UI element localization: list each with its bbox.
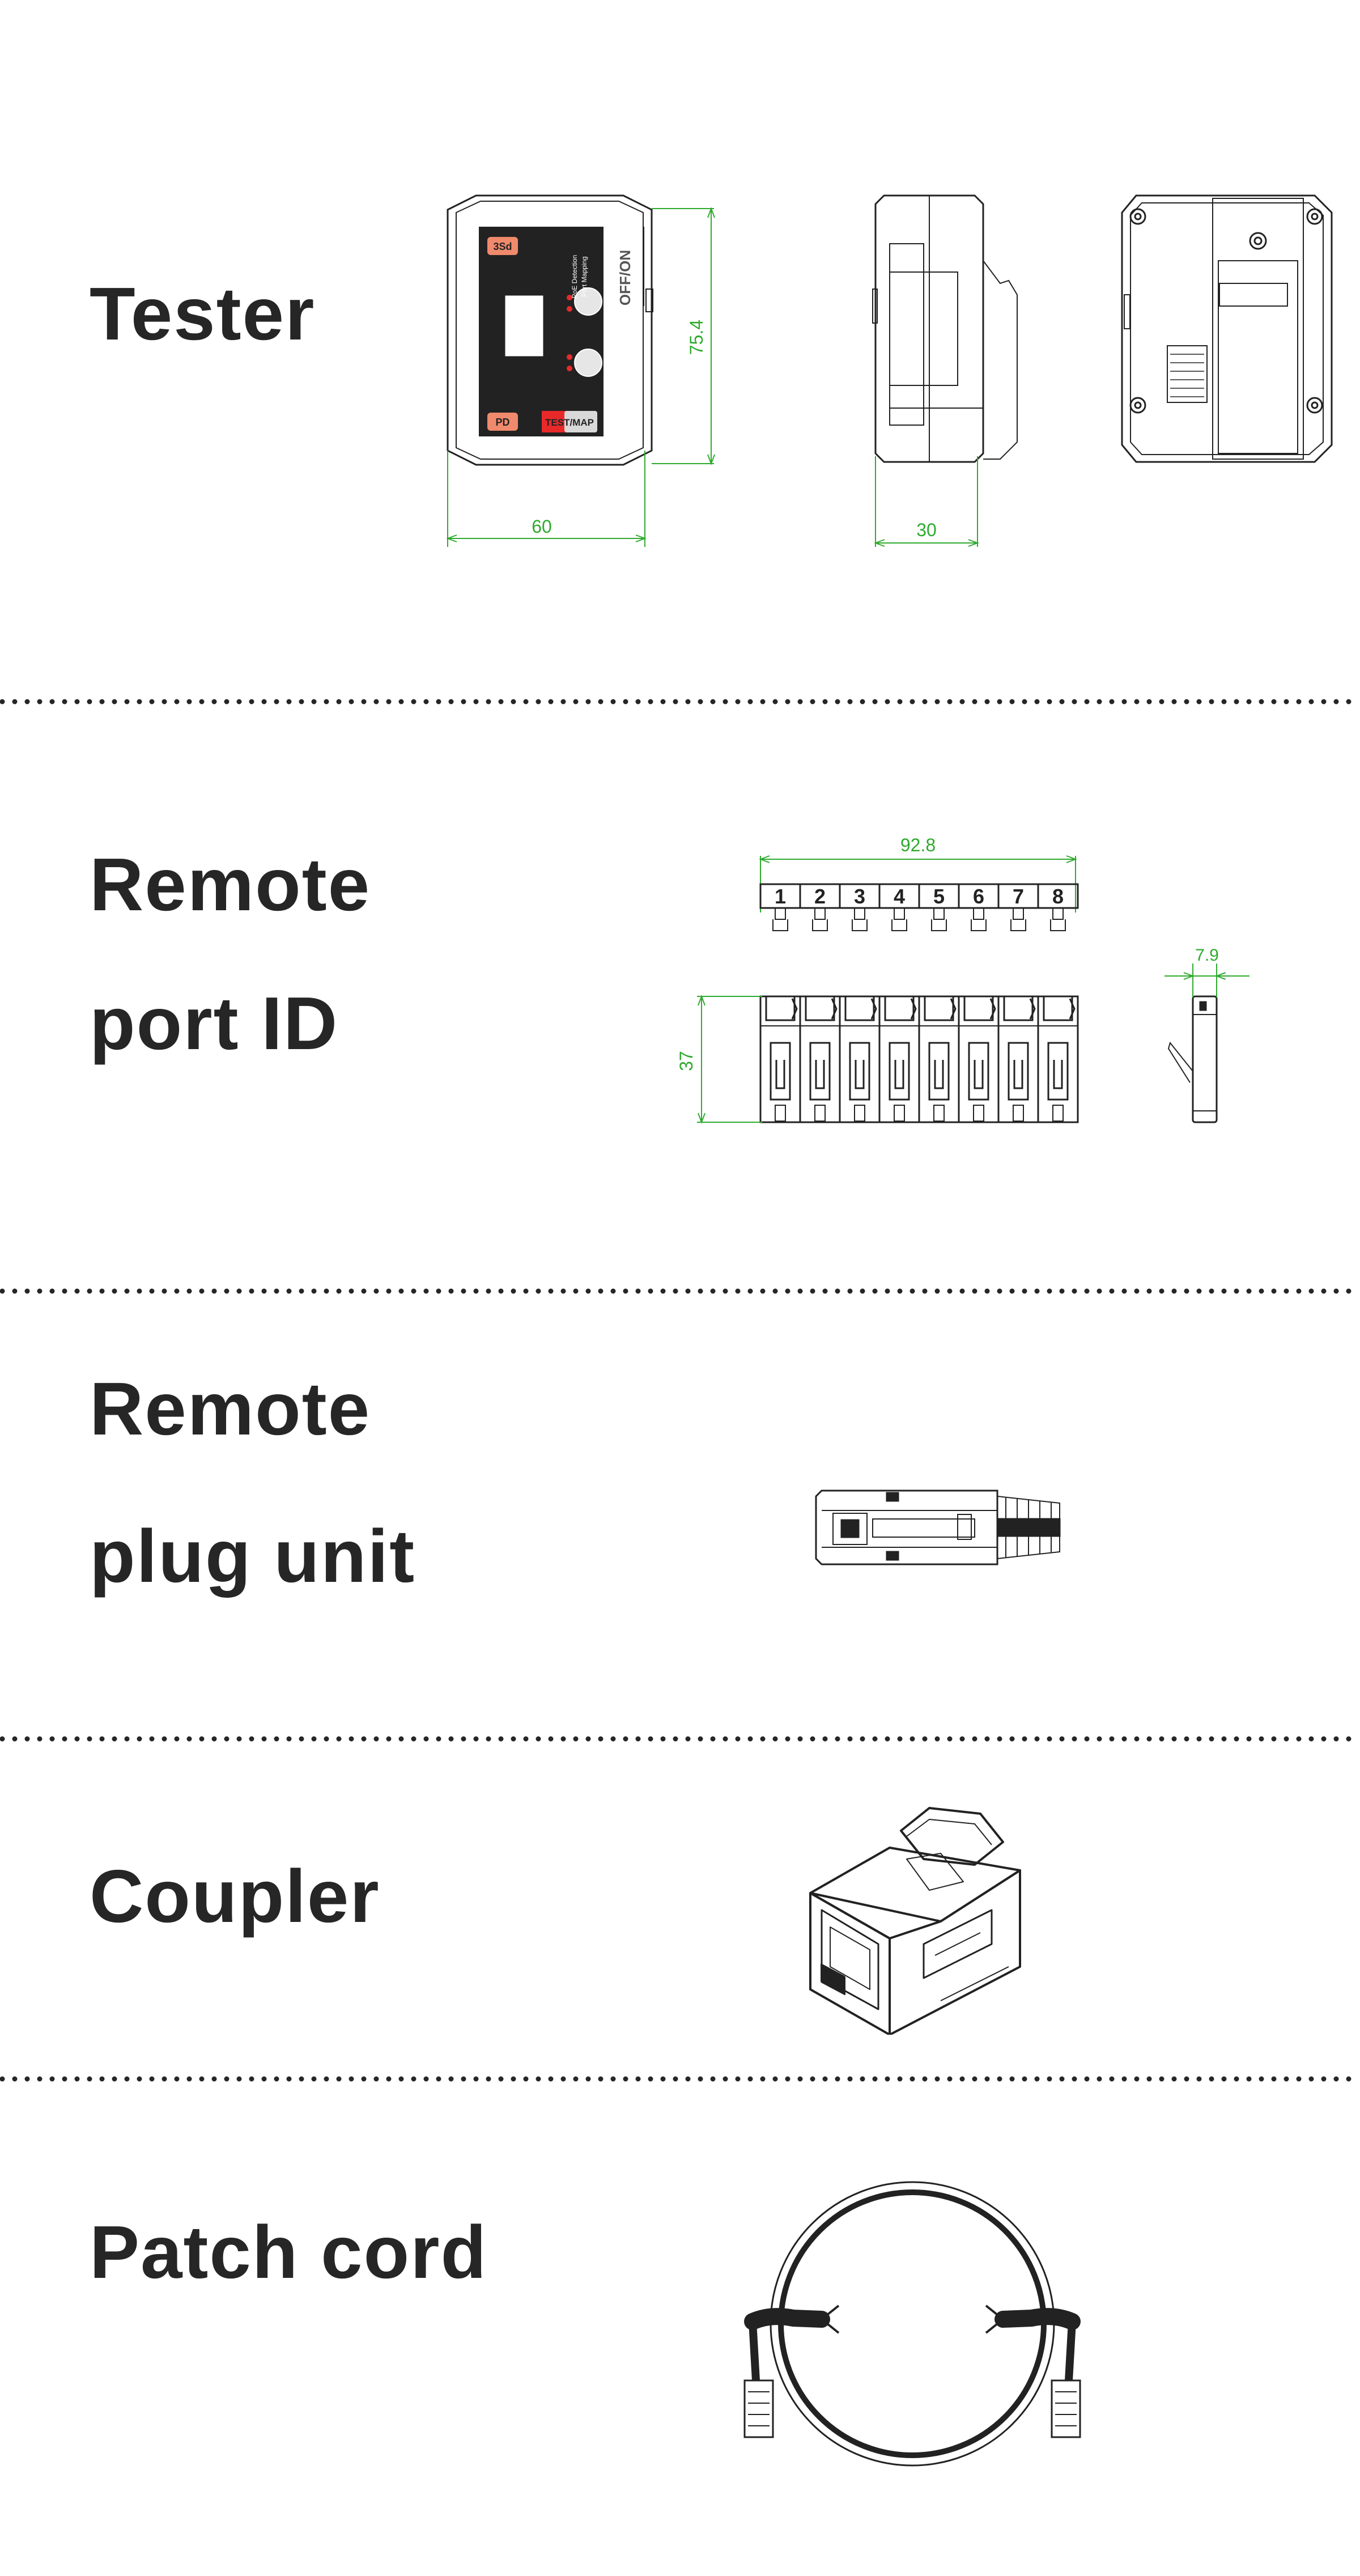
port-body-3 <box>839 995 881 1123</box>
tester-btn-pd: PD <box>495 417 509 428</box>
tester-side-dimensions <box>874 456 979 547</box>
port-id-strip <box>759 883 1079 931</box>
label-coupler: Coupler <box>90 1854 380 1938</box>
port-body-5 <box>918 995 960 1123</box>
tester-dim-depth: 30 <box>916 520 937 540</box>
port-body-6 <box>958 995 1000 1123</box>
port-number-7: 7 <box>1013 885 1024 908</box>
port-tab-2 <box>814 1105 826 1122</box>
section-coupler: Coupler <box>0 1746 1360 2074</box>
port-tab-8 <box>1052 1105 1064 1122</box>
section-remote-plug-unit: Remote plug unit <box>0 1298 1360 1734</box>
port-id-numbers: 1 2 3 4 5 6 7 8 <box>775 885 1064 908</box>
port-stem-5 <box>931 908 947 931</box>
patch-cord-drawing <box>743 2181 1081 2467</box>
section-tester: Tester 3Sd PD TEST/MAP PoE Detection Por… <box>0 0 1360 697</box>
port-id-top-dimensions <box>759 855 1077 913</box>
section-patch-cord: Patch cord <box>0 2086 1360 2576</box>
port-body-4 <box>878 995 920 1123</box>
port-number-1: 1 <box>775 885 786 908</box>
label-remote-plug-unit-line1: Remote <box>90 1367 371 1450</box>
tester-back-view <box>1121 194 1333 463</box>
port-id-dim-width: 7.9 <box>1195 946 1219 965</box>
port-body-1 <box>759 995 801 1123</box>
port-stem-7 <box>1010 908 1026 931</box>
port-number-3: 3 <box>854 885 865 908</box>
separator-4 <box>0 2076 1360 2082</box>
tester-switch-label: OFF/ON <box>617 250 634 305</box>
separator-3 <box>0 1736 1360 1742</box>
port-number-4: 4 <box>894 885 905 908</box>
port-id-dim-length: 92.8 <box>900 835 936 855</box>
tester-btn-top: 3Sd <box>493 241 512 252</box>
section-remote-port-id: Remote port ID 92.8 1 2 3 4 5 6 7 8 37 <box>0 708 1360 1287</box>
port-number-2: 2 <box>814 885 826 908</box>
remote-plug-unit-drawing <box>815 1489 1061 1565</box>
port-id-side-view <box>1167 995 1218 1123</box>
port-tab-4 <box>894 1105 905 1122</box>
label-remote-port-id-line1: Remote <box>90 843 371 926</box>
tester-side-view <box>872 194 1018 463</box>
label-remote-port-id-line2: port ID <box>90 982 339 1065</box>
separator-1 <box>0 699 1360 705</box>
port-stem-8 <box>1050 908 1066 931</box>
tester-dim-height: 75.4 <box>686 320 707 355</box>
port-tab-6 <box>973 1105 984 1122</box>
port-stem-4 <box>891 908 907 931</box>
label-remote-plug-unit-line2: plug unit <box>90 1514 416 1598</box>
label-patch-cord: Patch cord <box>90 2210 488 2294</box>
port-tab-5 <box>933 1105 945 1122</box>
port-id-side-dimensions <box>697 995 762 1124</box>
coupler-drawing <box>809 1807 1021 2035</box>
remote-port-id-drawing: 92.8 1 2 3 4 5 6 7 8 37 7.9 <box>676 835 1250 1124</box>
tester-front-view <box>447 194 653 466</box>
tester-legend-2: Port Mapping <box>580 256 588 296</box>
port-stem-6 <box>971 908 987 931</box>
tester-front-dimensions <box>446 207 715 547</box>
tester-dim-width: 60 <box>532 516 552 537</box>
port-id-dim-height: 37 <box>676 1051 696 1071</box>
port-cell-8 <box>1037 883 1079 909</box>
port-number-6: 6 <box>973 885 984 908</box>
port-stem-1 <box>772 908 788 931</box>
port-body-2 <box>799 995 841 1123</box>
tester-btn-map: TEST/MAP <box>545 417 594 428</box>
port-body-8 <box>1037 995 1079 1123</box>
port-id-width-dimension <box>1164 964 1250 998</box>
port-tab-7 <box>1013 1105 1024 1122</box>
port-number-8: 8 <box>1052 885 1064 908</box>
port-tab-1 <box>775 1105 786 1122</box>
port-tab-3 <box>854 1105 865 1122</box>
separator-2 <box>0 1288 1360 1294</box>
port-stem-3 <box>852 908 868 931</box>
port-body-7 <box>997 995 1039 1123</box>
tester-drawing: 3Sd PD TEST/MAP PoE Detection Port Mappi… <box>446 194 1333 547</box>
label-tester: Tester <box>90 272 316 355</box>
port-number-5: 5 <box>933 885 945 908</box>
port-stem-2 <box>812 908 828 931</box>
tester-legend-1: PoE Detection <box>571 255 579 299</box>
port-id-bodies <box>759 995 1079 1123</box>
